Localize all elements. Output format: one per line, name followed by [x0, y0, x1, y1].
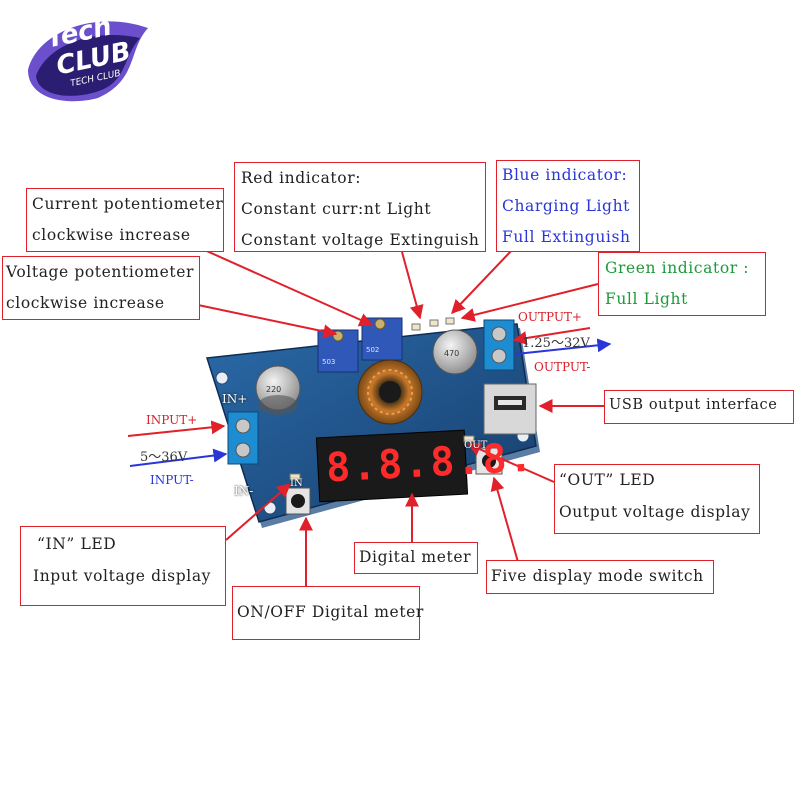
callout-out-led: “OUT” LED Output voltage display: [554, 464, 760, 534]
onoff-label: ON/OFF Digital meter: [237, 603, 424, 621]
logo-badge: [28, 21, 148, 102]
callout-green-indicator: Green indicator : Full Light: [598, 252, 766, 316]
current-pot-line2: clockwise increase: [32, 226, 191, 244]
callout-mode-switch: Five display mode switch: [486, 560, 714, 594]
callout-red-indicator: Red indicator: Constant curr:nt Light Co…: [234, 162, 486, 252]
red-indicator-line3: Constant voltage Extinguish: [241, 231, 480, 249]
current-pot-line1: Current potentiometer: [32, 195, 224, 213]
voltage-pot-line2: clockwise increase: [6, 294, 165, 312]
usb-port: [483, 383, 537, 435]
input-range-label: 5～36V: [140, 450, 188, 465]
green-indicator-title: Green indicator :: [605, 259, 750, 277]
svg-text:503: 503: [322, 358, 335, 366]
callout-onoff: ON/OFF Digital meter: [232, 586, 423, 640]
silk-in-minus: IN-: [234, 484, 254, 498]
mode-switch-label: Five display mode switch: [491, 567, 704, 585]
callout-digital-meter: Digital meter: [354, 542, 478, 574]
blue-indicator-title: Blue indicator:: [502, 166, 628, 184]
callout-blue-indicator: Blue indicator: Charging Light Full Exti…: [496, 160, 640, 252]
blue-indicator-line2: Charging Light: [502, 197, 630, 215]
in-led-desc: Input voltage display: [33, 567, 212, 585]
voltage-pot-line1: Voltage potentiometer: [6, 263, 194, 281]
svg-text:502: 502: [366, 346, 379, 354]
blue-arrows: [129, 338, 612, 467]
screw-terminals: [227, 319, 515, 465]
svg-text:470: 470: [444, 349, 459, 358]
digital-meter-label: Digital meter: [359, 548, 472, 566]
led-display: [315, 429, 469, 503]
input-minus-label: INPUT-: [150, 473, 194, 487]
output-plus-label: OUTPUT+: [518, 310, 582, 324]
svg-text:220: 220: [266, 385, 281, 394]
indicator-leds: [411, 317, 455, 331]
red-indicator-line2: Constant curr:nt Light: [241, 200, 432, 218]
silk-out: OUT: [464, 440, 488, 451]
input-plus-label: INPUT+: [146, 413, 198, 427]
push-buttons: [285, 435, 503, 515]
out-led-desc: Output voltage display: [559, 503, 751, 521]
callout-arrows: [127, 247, 604, 586]
callout-usb-output: USB output interface: [604, 390, 794, 424]
out-led-title: “OUT” LED: [559, 471, 656, 489]
output-range-label: 1.25～32V: [522, 336, 590, 351]
red-indicator-title: Red indicator:: [241, 169, 362, 187]
green-indicator-line2: Full Light: [605, 290, 688, 308]
callout-current-pot: Current potentiometer clockwise increase: [26, 188, 224, 252]
output-minus-label: OUTPUT-: [534, 360, 591, 374]
blue-indicator-line3: Full Extinguish: [502, 228, 631, 246]
toroid-inductor: [357, 359, 423, 425]
in-led-title: “IN” LED: [37, 535, 117, 553]
usb-output-label: USB output interface: [609, 397, 778, 413]
silk-in-plus: IN+: [222, 392, 248, 406]
silk-in: IN: [290, 478, 303, 489]
capacitors: 220 470: [255, 329, 478, 415]
callout-in-led: “IN” LED Input voltage display: [20, 526, 226, 606]
callout-voltage-pot: Voltage potentiometer clockwise increase: [2, 256, 200, 320]
